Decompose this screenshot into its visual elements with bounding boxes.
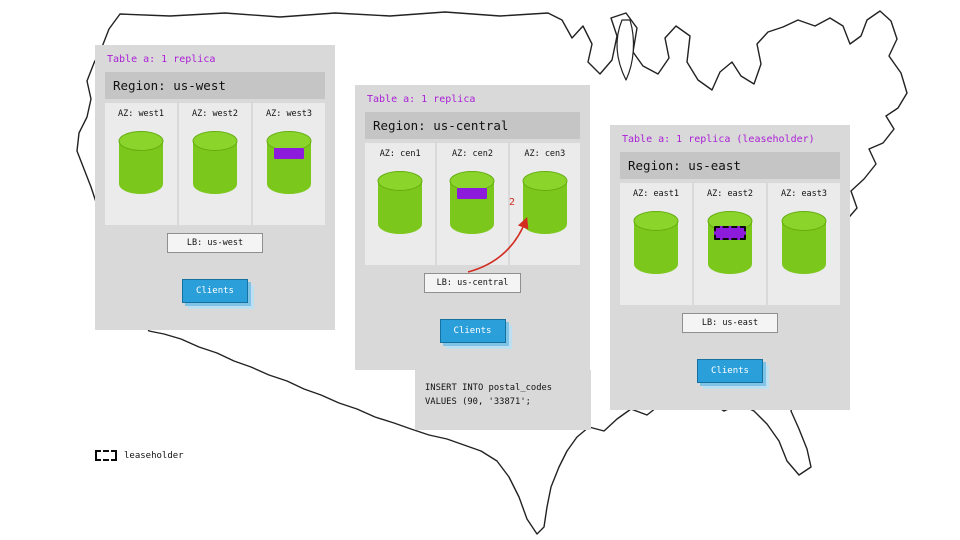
region-panel-us-central: Table a: 1 replica Region: us-central AZ… bbox=[355, 85, 590, 370]
az-row: AZ: cen1 AZ: cen2 bbox=[365, 143, 580, 265]
az-column-east1: AZ: east1 bbox=[620, 183, 692, 305]
az-column-west3: AZ: west3 bbox=[251, 103, 325, 225]
database-cylinder-graphic bbox=[449, 171, 495, 234]
database-cylinder bbox=[118, 131, 164, 195]
az-label: AZ: cen2 bbox=[452, 149, 493, 159]
az-column-west1: AZ: west1 bbox=[105, 103, 177, 225]
table-replica-title: Table a: 1 replica (leaseholder) bbox=[622, 134, 815, 145]
az-column-cen1: AZ: cen1 bbox=[365, 143, 435, 265]
az-label: AZ: cen1 bbox=[379, 149, 421, 159]
az-label: AZ: east3 bbox=[780, 189, 828, 199]
az-column-east2: AZ: east2 bbox=[692, 183, 766, 305]
sql-statement-note: INSERT INTO postal_codes VALUES (90, '33… bbox=[415, 370, 591, 430]
az-label: AZ: west2 bbox=[191, 109, 239, 119]
database-cylinder bbox=[522, 171, 568, 235]
clients-button[interactable]: Clients bbox=[697, 359, 763, 383]
database-cylinder bbox=[266, 131, 312, 195]
load-balancer: LB: us-west bbox=[167, 233, 263, 253]
region-panel-us-west: Table a: 1 replica Region: us-west AZ: w… bbox=[95, 45, 335, 330]
sql-line-1: INSERT INTO postal_codes bbox=[425, 383, 553, 393]
az-label: AZ: west1 bbox=[117, 109, 165, 119]
database-cylinder-graphic bbox=[522, 171, 568, 234]
az-row: AZ: east1 AZ: east2 bbox=[620, 183, 840, 305]
az-label: AZ: cen3 bbox=[524, 149, 566, 159]
database-cylinder-graphic bbox=[192, 131, 238, 194]
database-cylinder bbox=[633, 211, 679, 275]
load-balancer: LB: us-east bbox=[682, 313, 778, 333]
az-column-west2: AZ: west2 bbox=[177, 103, 251, 225]
database-cylinder bbox=[707, 211, 753, 275]
az-column-cen2: AZ: cen2 bbox=[435, 143, 507, 265]
leaseholder-swatch-icon bbox=[95, 450, 117, 461]
az-label: AZ: east2 bbox=[706, 189, 754, 199]
az-label: AZ: east1 bbox=[632, 189, 680, 199]
load-balancer: LB: us-central bbox=[423, 273, 522, 293]
database-cylinder-graphic bbox=[781, 211, 827, 274]
database-cylinder bbox=[449, 171, 495, 235]
database-cylinder-graphic bbox=[377, 171, 423, 234]
az-row: AZ: west1 AZ: west2 AZ: bbox=[105, 103, 325, 225]
region-panel-us-east: Table a: 1 replica (leaseholder) Region:… bbox=[610, 125, 850, 410]
clients-button[interactable]: Clients bbox=[182, 279, 248, 303]
az-column-cen3: AZ: cen3 bbox=[507, 143, 580, 265]
table-replica-title: Table a: 1 replica bbox=[367, 94, 476, 105]
legend-leaseholder: leaseholder bbox=[95, 450, 184, 461]
sql-line-2: VALUES (90, '33871'; bbox=[425, 396, 531, 407]
replica-chip bbox=[457, 188, 488, 199]
region-label: Region: us-west bbox=[105, 72, 325, 99]
table-replica-title: Table a: 1 replica bbox=[107, 54, 216, 65]
az-label: AZ: west3 bbox=[265, 109, 313, 119]
database-cylinder-graphic bbox=[118, 131, 164, 194]
legend-label: leaseholder bbox=[124, 450, 184, 461]
leaseholder-replica-chip bbox=[714, 226, 746, 240]
database-cylinder bbox=[781, 211, 827, 275]
database-cylinder-graphic bbox=[266, 131, 312, 194]
region-label: Region: us-central bbox=[365, 112, 580, 139]
database-cylinder bbox=[377, 171, 423, 235]
region-label: Region: us-east bbox=[620, 152, 840, 179]
clients-button[interactable]: Clients bbox=[439, 319, 506, 343]
replica-chip bbox=[274, 148, 304, 159]
database-cylinder-graphic bbox=[707, 211, 753, 274]
az-column-east3: AZ: east3 bbox=[766, 183, 840, 305]
database-cylinder bbox=[192, 131, 238, 195]
database-cylinder-graphic bbox=[633, 211, 679, 274]
